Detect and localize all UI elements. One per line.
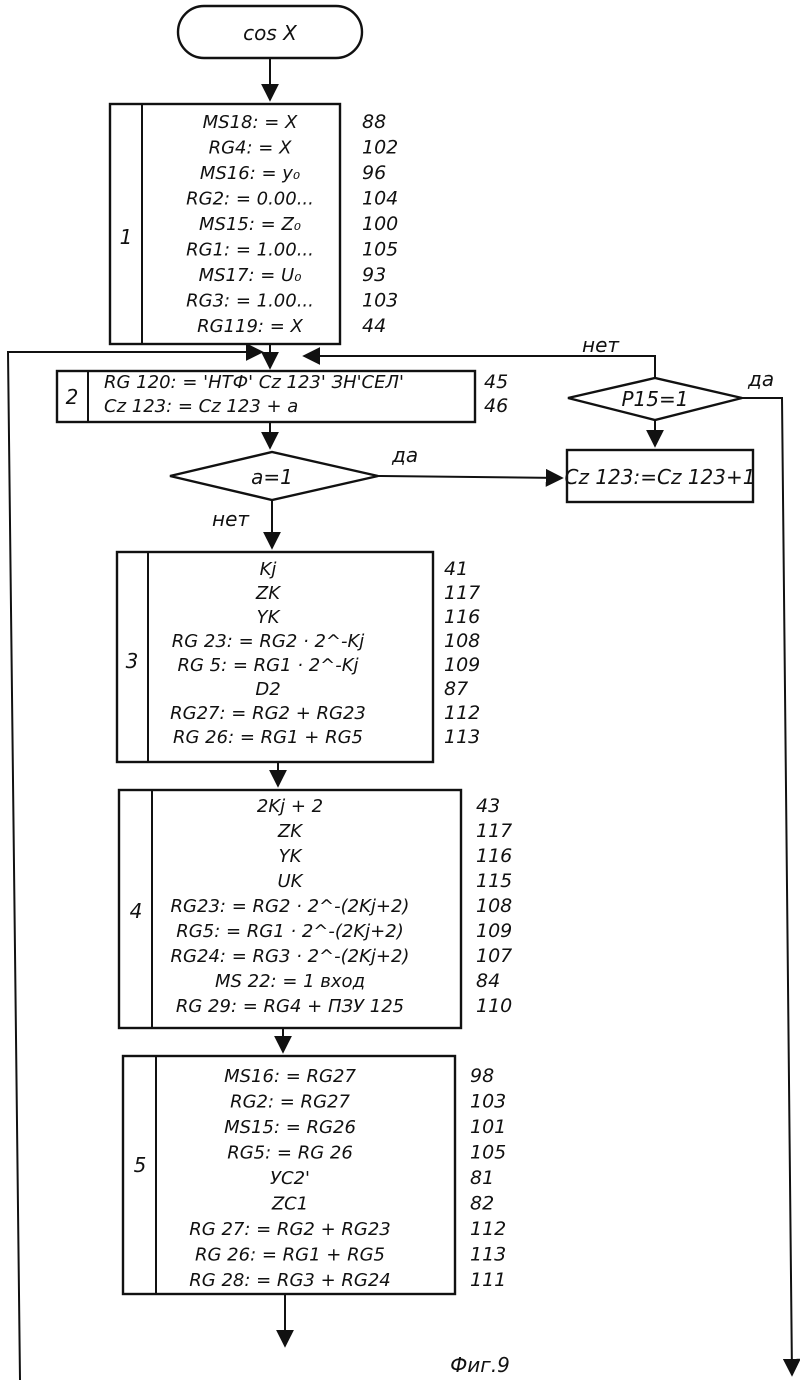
block-3-ref-number: 116 [444, 606, 480, 628]
block-3-ref-number: 87 [444, 678, 468, 700]
block-1-ref-number: 93 [362, 264, 386, 286]
figure-caption: Фиг.9 [450, 1353, 510, 1377]
block-1-ref-number: 88 [362, 111, 386, 133]
block-1-ref-number: 100 [362, 213, 398, 235]
block-5-line: RG 26: = RG1 + RG5 [195, 1245, 385, 1266]
block-2-number: 2 [66, 385, 79, 409]
block-5-ref-number: 98 [470, 1065, 494, 1087]
block-1-ref-number: 96 [362, 162, 386, 184]
block-3-line: RG 5: = RG1 · 2^-Kj [177, 655, 358, 676]
block-1-line: RG3: = 1.00... [186, 291, 314, 312]
block-lines: MS18: = X 88RG4: = X 102MS16: = y₀ 96RG2: =… [104, 111, 512, 1291]
block-2-line: RG 120: = 'НТФ' Cz 123' ЗН'СЕЛ' [104, 372, 404, 393]
block-3-line: D2 [255, 679, 280, 700]
block-1-line: RG2: = 0.00... [186, 189, 314, 210]
block-5-line: RG2: = RG27 [230, 1092, 350, 1113]
block-1-line: RG4: = X [209, 138, 292, 159]
block-1-number: 1 [120, 225, 133, 249]
block-4-ref-number: 117 [476, 820, 512, 842]
block-5-ref-number: 112 [470, 1218, 506, 1240]
block-5-ref-number: 81 [470, 1167, 494, 1189]
block-4-ref-number: 43 [476, 795, 500, 817]
block-3-line: RG 23: = RG2 · 2^-Kj [172, 631, 365, 652]
block-3-line: ZK [255, 583, 281, 604]
block-3-line: YK [257, 607, 281, 628]
block-2-ref-number: 46 [484, 395, 508, 417]
decision-p15-no-label: нет [582, 333, 620, 357]
block-1-line: MS17: = U₀ [199, 265, 302, 286]
block-4-line: RG5: = RG1 · 2^-(2Kj+2) [176, 921, 403, 942]
block-4-line: RG 29: = RG4 + ПЗУ 125 [176, 996, 404, 1017]
block-5-ref-number: 101 [470, 1116, 506, 1138]
decision-p15-yes-label: да [747, 367, 774, 391]
block-3-ref-number: 108 [444, 630, 480, 652]
decision-a-label: a=1 [251, 465, 293, 489]
block-1-ref-number: 44 [362, 315, 386, 337]
block-5-line: MS15: = RG26 [224, 1117, 356, 1138]
block-1-ref-number: 102 [362, 137, 398, 159]
block-3-ref-number: 113 [444, 726, 480, 748]
block-1-ref-number: 103 [362, 290, 398, 312]
block-3-line: Kj [260, 559, 277, 580]
block-1-line: RG1: = 1.00... [186, 240, 314, 261]
block-3-line: RG 26: = RG1 + RG5 [173, 727, 363, 748]
block-5-line: MS16: = RG27 [224, 1066, 356, 1087]
block-5-ref-number: 111 [470, 1269, 506, 1291]
decision-p15-label: P15=1 [622, 387, 689, 411]
block-5-ref-number: 113 [470, 1244, 506, 1266]
block-1-line: MS15: = Z₀ [199, 214, 301, 235]
block-5-ref-number: 103 [470, 1091, 506, 1113]
block-5-ref-number: 105 [470, 1142, 506, 1164]
block-5-line: УС2' [270, 1168, 310, 1189]
block-5-line: RG5: = RG 26 [227, 1143, 353, 1164]
block-4-ref-number: 107 [476, 945, 512, 967]
block-3-number: 3 [126, 649, 139, 673]
block-1-ref-number: 104 [362, 188, 398, 210]
block-5-line: RG 28: = RG3 + RG24 [189, 1270, 390, 1291]
block-4-ref-number: 116 [476, 845, 512, 867]
block-1-ref-number: 105 [362, 239, 398, 261]
block-4-ref-number: 115 [476, 870, 512, 892]
block-5-line: RG 27: = RG2 + RG23 [189, 1219, 390, 1240]
block-3-ref-number: 41 [444, 558, 468, 580]
block-3-ref-number: 112 [444, 702, 480, 724]
decision-a-no-label: нет [212, 507, 250, 531]
block-3-ref-number: 117 [444, 582, 480, 604]
block-3-ref-number: 109 [444, 654, 480, 676]
block-5-line: ZC1 [271, 1194, 308, 1215]
block-4-line: RG24: = RG3 · 2^-(2Kj+2) [171, 946, 410, 967]
block-4-line: ZK [277, 821, 303, 842]
block-1-line: MS18: = X [203, 112, 298, 133]
block-1-line: MS16: = y₀ [200, 163, 300, 184]
block-4-ref-number: 110 [476, 995, 512, 1017]
block-4-line: YK [279, 846, 303, 867]
block-4-number: 4 [130, 899, 143, 923]
block-2-line: Cz 123: = Cz 123 + a [104, 396, 298, 417]
block-4-line: RG23: = RG2 · 2^-(2Kj+2) [171, 896, 410, 917]
block-1-line: RG119: = X [197, 316, 303, 337]
block-4-ref-number: 84 [476, 970, 500, 992]
block-4-line: UK [278, 871, 304, 892]
decision-a-yes-label: да [391, 443, 418, 467]
increment-box-label: Cz 123:=Cz 123+1 [565, 465, 756, 489]
block-4-line: MS 22: = 1 вход [215, 971, 365, 992]
block-3-line: RG27: = RG2 + RG23 [170, 703, 366, 724]
block-5-ref-number: 82 [470, 1193, 494, 1215]
start-label: cos X [243, 21, 298, 45]
block-2-ref-number: 45 [484, 371, 508, 393]
block-4-line: 2Kj + 2 [257, 796, 323, 817]
block-4-ref-number: 108 [476, 895, 512, 917]
block-4-ref-number: 109 [476, 920, 512, 942]
block-5-number: 5 [134, 1153, 147, 1177]
